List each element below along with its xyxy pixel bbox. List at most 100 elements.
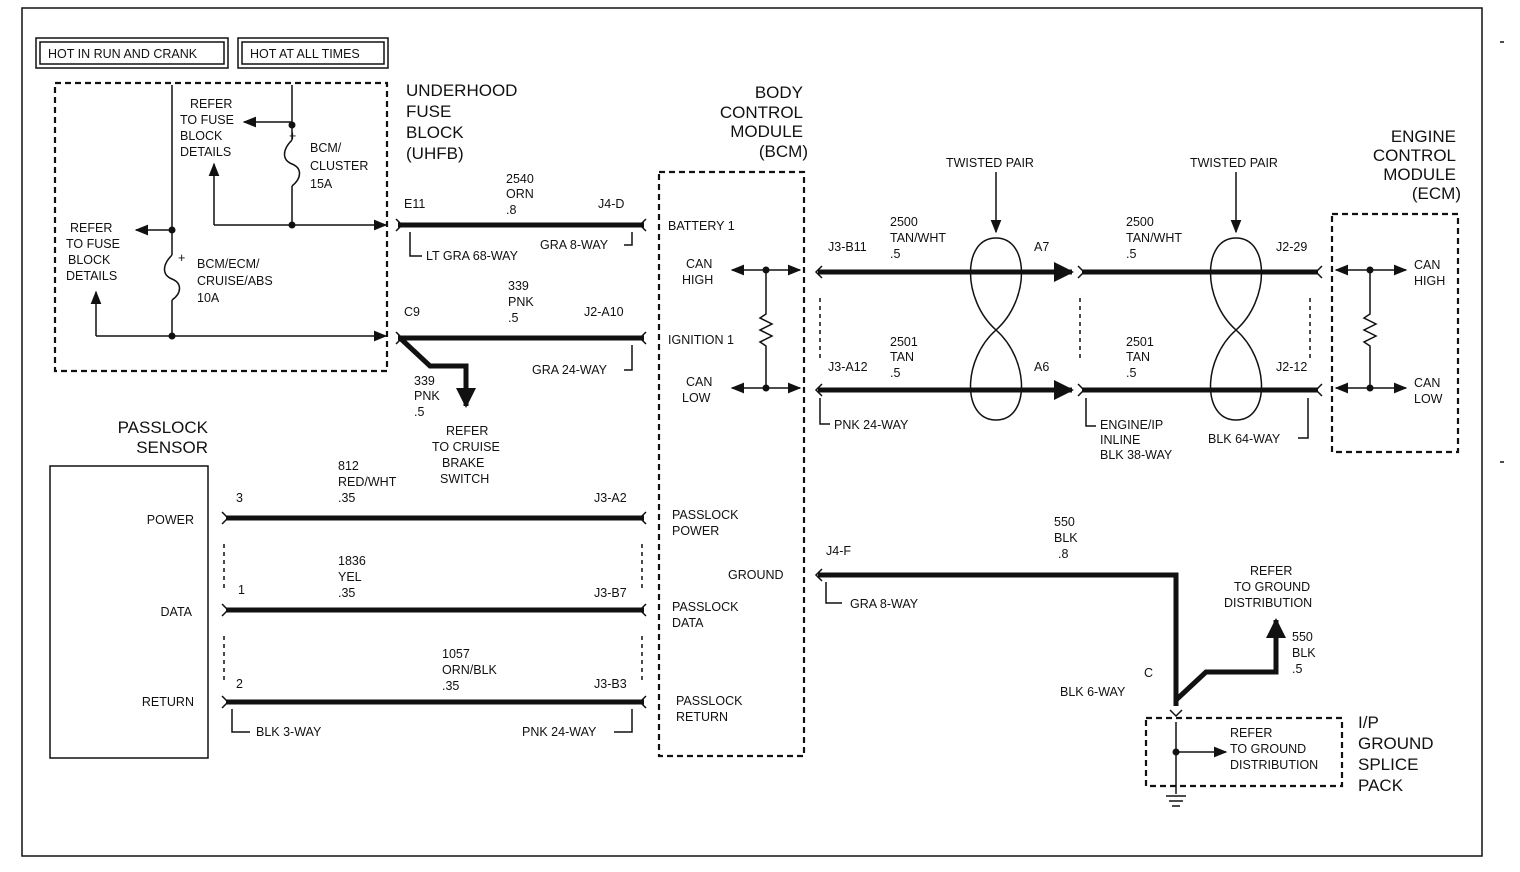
- svg-text:PNK: PNK: [508, 295, 534, 309]
- svg-text:C: C: [1144, 666, 1153, 680]
- svg-text:SWITCH: SWITCH: [440, 472, 489, 486]
- svg-text:TO GROUND: TO GROUND: [1230, 742, 1306, 756]
- svg-text:812: 812: [338, 459, 359, 473]
- passlock-pins: POWER DATA RETURN: [142, 513, 194, 709]
- svg-text:BCM/: BCM/: [310, 141, 342, 155]
- bcm-box: [657, 170, 806, 758]
- svg-text:REFER: REFER: [446, 424, 488, 438]
- svg-text:2540: 2540: [506, 172, 534, 186]
- svg-text:TAN/WHT: TAN/WHT: [1126, 231, 1182, 245]
- svg-text:.8: .8: [506, 203, 516, 217]
- bcm-title: BODY CONTROL MODULE (BCM): [720, 83, 808, 161]
- svg-text:DATA: DATA: [161, 605, 193, 619]
- svg-text:RETURN: RETURN: [676, 710, 728, 724]
- svg-text:MODULE: MODULE: [1383, 165, 1456, 184]
- svg-text:CRUISE/ABS: CRUISE/ABS: [197, 274, 273, 288]
- svg-text:PNK: PNK: [414, 389, 440, 403]
- svg-text:LOW: LOW: [682, 391, 711, 405]
- svg-text:.5: .5: [508, 311, 518, 325]
- wire-812: 3 J3-A2 812 RED/WHT .35: [221, 459, 647, 590]
- svg-text:.5: .5: [890, 366, 900, 380]
- svg-text:TO FUSE: TO FUSE: [180, 113, 234, 127]
- wire-2540: E11 J4-D 2540 ORN .8 LT GRA 68-WAY GRA 8…: [395, 172, 647, 263]
- twisted-pair-2: TWISTED PAIR: [1190, 156, 1278, 421]
- svg-text:UNDERHOOD: UNDERHOOD: [406, 81, 517, 100]
- bcm-pin-battery: BATTERY 1: [668, 219, 735, 233]
- svg-text:CAN: CAN: [1414, 258, 1440, 272]
- svg-text:GRA 8-WAY: GRA 8-WAY: [540, 238, 609, 252]
- ecm-box: [1330, 212, 1460, 454]
- svg-text:A6: A6: [1034, 360, 1049, 374]
- svg-text:BLOCK: BLOCK: [68, 253, 111, 267]
- wire-2501-a: J3-A12 A6 2501 TAN .5 PNK 24-WAY: [814, 298, 1074, 432]
- svg-text:E11: E11: [404, 197, 425, 211]
- legend-hot-all-times: HOT AT ALL TIMES: [250, 47, 360, 61]
- svg-text:PASSLOCK: PASSLOCK: [672, 508, 739, 522]
- ecm-title: ENGINE CONTROL MODULE (ECM): [1373, 127, 1461, 203]
- svg-text:FUSE: FUSE: [406, 102, 451, 121]
- svg-text:BLK 38-WAY: BLK 38-WAY: [1100, 448, 1173, 462]
- legend-hot-run-crank: HOT IN RUN AND CRANK: [48, 47, 198, 61]
- svg-text:+: +: [178, 251, 185, 265]
- svg-text:2500: 2500: [1126, 215, 1154, 229]
- svg-text:J4-D: J4-D: [598, 197, 624, 211]
- svg-text:J3-A12: J3-A12: [828, 360, 868, 374]
- wire-1057: 2 J3-B3 1057 ORN/BLK .35 BLK 3-WAY PNK 2…: [221, 647, 647, 739]
- ecm-can-termination: CAN HIGH CAN LOW: [1334, 258, 1445, 406]
- svg-text:.35: .35: [442, 679, 459, 693]
- svg-text:PASSLOCK: PASSLOCK: [672, 600, 739, 614]
- wire-2500-b: J2-29 2500 TAN/WHT .5: [1077, 215, 1323, 279]
- svg-text:J3-B11: J3-B11: [828, 240, 867, 254]
- svg-text:BLK: BLK: [1054, 531, 1078, 545]
- svg-text:2: 2: [236, 677, 243, 691]
- fuse-bcm-ecm-cruise-abs: + BCM/ECM/ CRUISE/ABS 10A: [90, 85, 388, 342]
- svg-text:J3-B7: J3-B7: [594, 586, 627, 600]
- svg-text:INLINE: INLINE: [1100, 433, 1140, 447]
- svg-text:2500: 2500: [890, 215, 918, 229]
- svg-text:CAN: CAN: [686, 375, 712, 389]
- refer-fuse-block-left: REFER TO FUSE BLOCK DETAILS: [66, 221, 120, 283]
- svg-text:YEL: YEL: [338, 570, 362, 584]
- svg-text:MODULE: MODULE: [730, 122, 803, 141]
- svg-text:RED/WHT: RED/WHT: [338, 475, 397, 489]
- svg-text:15A: 15A: [310, 177, 333, 191]
- svg-text:J3-B3: J3-B3: [594, 677, 627, 691]
- svg-text:.35: .35: [338, 586, 355, 600]
- bcm-pin-ground: GROUND: [728, 568, 784, 582]
- svg-text:POWER: POWER: [672, 524, 719, 538]
- svg-text:.8: .8: [1058, 547, 1068, 561]
- svg-text:PNK 24-WAY: PNK 24-WAY: [834, 418, 909, 432]
- wire-2500-a: J3-B11 A7 2500 TAN/WHT .5: [814, 215, 1074, 282]
- svg-text:RETURN: RETURN: [142, 695, 194, 709]
- svg-text:.5: .5: [1126, 366, 1136, 380]
- svg-text:TAN: TAN: [890, 350, 914, 364]
- svg-text:CLUSTER: CLUSTER: [310, 159, 368, 173]
- svg-text:(UHFB): (UHFB): [406, 144, 464, 163]
- svg-text:LOW: LOW: [1414, 392, 1443, 406]
- svg-text:BLOCK: BLOCK: [180, 129, 223, 143]
- svg-text:ORN/BLK: ORN/BLK: [442, 663, 498, 677]
- svg-text:GROUND: GROUND: [1358, 734, 1434, 753]
- svg-text:BCM/ECM/: BCM/ECM/: [197, 257, 260, 271]
- svg-text:PASSLOCK: PASSLOCK: [676, 694, 743, 708]
- svg-text:PASSLOCK: PASSLOCK: [118, 418, 209, 437]
- svg-text:J3-A2: J3-A2: [594, 491, 627, 505]
- bcm-pins: BATTERY 1 CAN HIGH IGNITION 1 CAN LOW PA…: [668, 219, 784, 724]
- svg-text:BLK 64-WAY: BLK 64-WAY: [1208, 432, 1281, 446]
- svg-text:DATA: DATA: [672, 616, 704, 630]
- svg-text:J4-F: J4-F: [826, 544, 851, 558]
- svg-text:1: 1: [238, 583, 245, 597]
- svg-text:(BCM): (BCM): [759, 142, 808, 161]
- svg-text:.5: .5: [1292, 662, 1302, 676]
- uhfb-title: UNDERHOOD FUSE BLOCK (UHFB): [406, 81, 517, 163]
- svg-text:.5: .5: [890, 247, 900, 261]
- svg-text:TO FUSE: TO FUSE: [66, 237, 120, 251]
- svg-text:POWER: POWER: [147, 513, 194, 527]
- svg-text:2501: 2501: [1126, 335, 1154, 349]
- svg-text:DETAILS: DETAILS: [66, 269, 117, 283]
- svg-text:LT GRA 68-WAY: LT GRA 68-WAY: [426, 249, 519, 263]
- svg-text:J2-29: J2-29: [1276, 240, 1307, 254]
- bcm-pin-ignition: IGNITION 1: [668, 333, 734, 347]
- svg-text:3: 3: [236, 491, 243, 505]
- svg-text:TWISTED PAIR: TWISTED PAIR: [1190, 156, 1278, 170]
